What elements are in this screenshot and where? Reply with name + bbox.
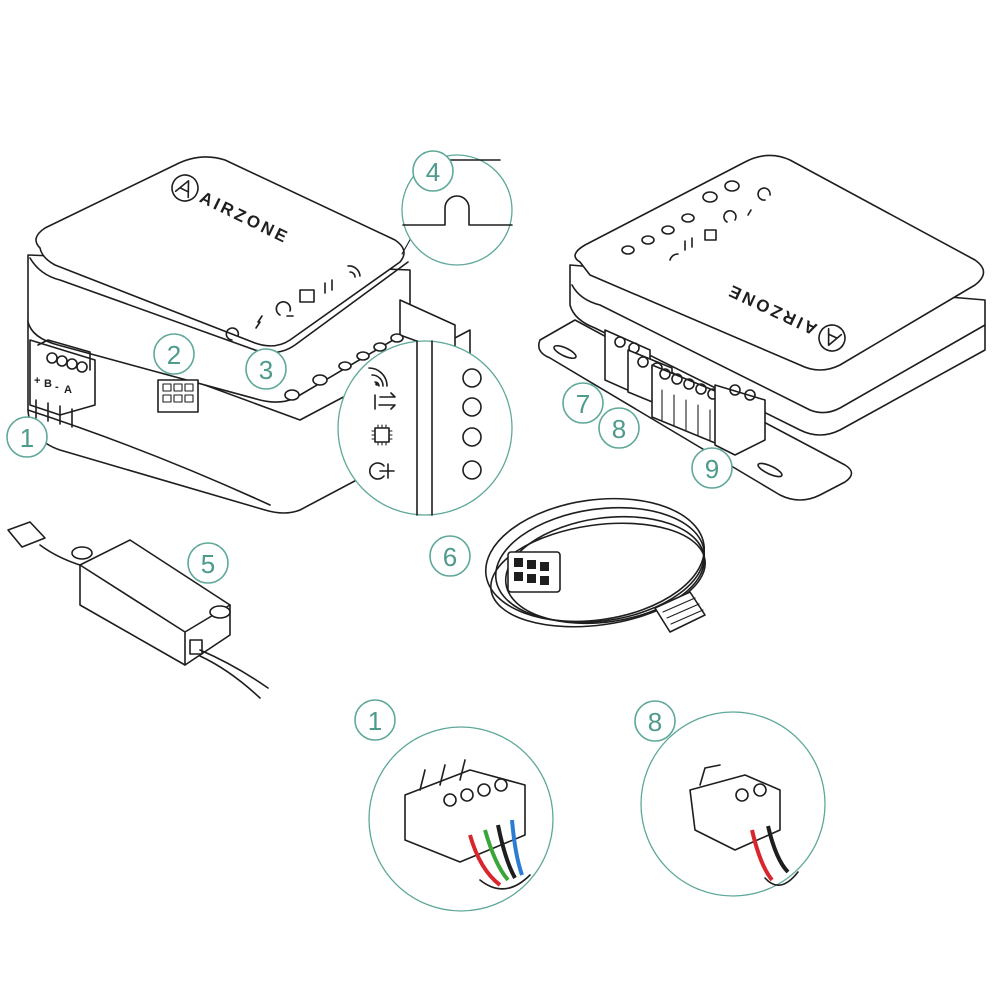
detail-terminal-wiring-8 — [640, 711, 826, 897]
callout-9: 9 — [691, 447, 733, 489]
svg-text:6: 6 — [443, 542, 457, 572]
svg-text:1: 1 — [368, 706, 382, 736]
link-icon — [255, 315, 263, 329]
cable-coil — [484, 497, 706, 633]
power-supply — [7, 521, 269, 699]
led-row-left — [284, 333, 404, 401]
callout-5: 5 — [187, 542, 229, 584]
svg-text:4: 4 — [426, 157, 440, 187]
svg-text:1: 1 — [20, 423, 34, 453]
svg-text:3: 3 — [259, 355, 273, 385]
zoom-detail-leds — [337, 340, 513, 516]
svg-text:9: 9 — [705, 454, 719, 484]
callout-2: 2 — [153, 333, 195, 375]
callout-4: 4 — [412, 150, 454, 192]
svg-text:2: 2 — [167, 340, 181, 370]
power-plug-icon — [369, 462, 395, 480]
reset-icon — [225, 327, 240, 341]
svg-text:7: 7 — [576, 389, 590, 419]
right-device: AIRZONE — [537, 154, 986, 501]
callout-8: 8 — [598, 407, 640, 449]
callout-1-detail: 1 — [354, 699, 396, 741]
power-plug-icon — [275, 301, 294, 317]
svg-text:8: 8 — [648, 707, 662, 737]
chip-icon — [299, 289, 315, 303]
chip-icon — [371, 424, 393, 446]
callout-6: 6 — [429, 535, 471, 577]
svg-text:8: 8 — [612, 414, 626, 444]
svg-text:A: A — [64, 384, 72, 396]
svg-text:+: + — [34, 375, 40, 387]
terminal-block-left: + B - A — [29, 339, 96, 428]
callout-7: 7 — [562, 382, 604, 424]
callout-1: 1 — [6, 416, 48, 458]
detail-terminal-wiring-1 — [368, 726, 554, 912]
svg-text:B: B — [44, 378, 52, 390]
svg-text:5: 5 — [201, 549, 215, 579]
terminal-blocks-right — [604, 329, 766, 456]
wifi-icon — [368, 367, 388, 387]
wifi-icon — [347, 265, 361, 278]
svg-text:-: - — [55, 381, 59, 393]
data-transfer-icon — [324, 279, 333, 294]
data-transfer-icon — [374, 392, 396, 410]
callout-8-detail: 8 — [634, 700, 676, 742]
connector-port-left — [157, 379, 199, 413]
callout-3: 3 — [245, 348, 287, 390]
led-icons-left — [225, 265, 361, 341]
